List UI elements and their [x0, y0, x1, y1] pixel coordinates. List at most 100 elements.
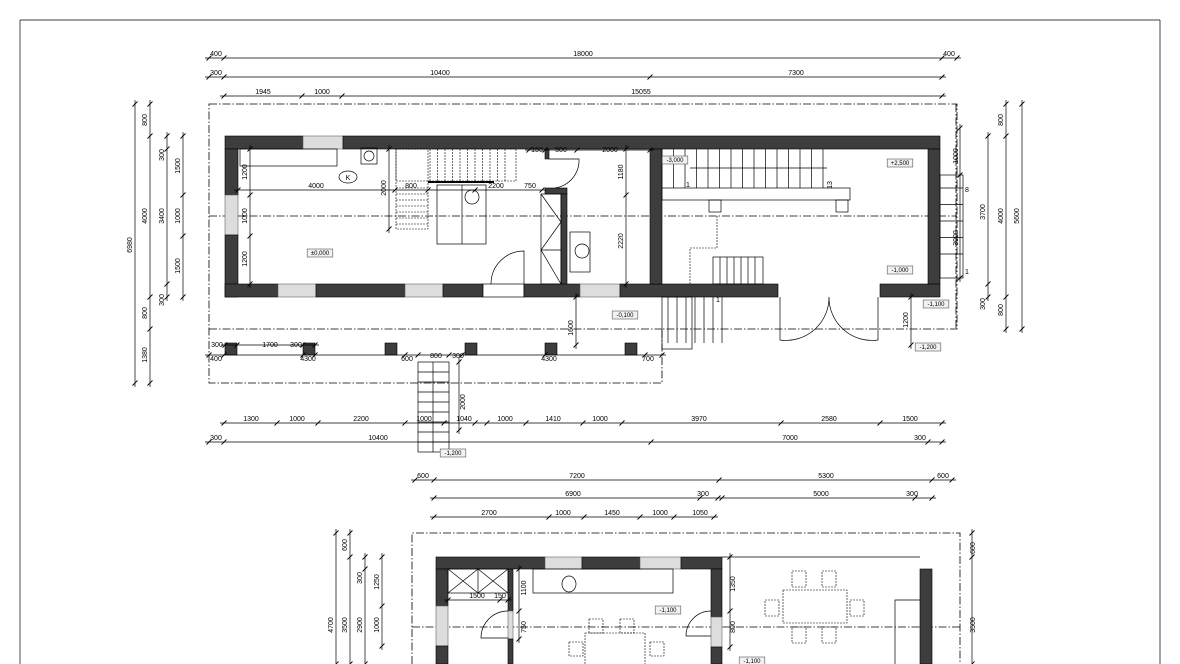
dimension-label: 3500 — [970, 617, 977, 633]
dimension-label: 2200 — [353, 416, 369, 423]
dimension-label: 300 — [210, 435, 222, 442]
level-mark: -3,000 — [666, 158, 684, 164]
dimension-label: 300 — [159, 149, 166, 161]
dimension-label: 4700 — [328, 617, 335, 633]
dimension-label: 400 — [210, 51, 222, 58]
dimension-label: 1000 — [652, 510, 668, 517]
dimension-label: 600 — [401, 356, 413, 363]
dimension-label: 1000 — [374, 617, 381, 633]
dimension-label: 1000 — [497, 416, 513, 423]
dimension-label: 700 — [642, 356, 654, 363]
dimension-label: 1300 — [243, 416, 259, 423]
dimension-label: 1 — [686, 182, 690, 189]
dimension-label: 1350 — [730, 576, 737, 592]
dimension-label: 5600 — [1014, 208, 1021, 224]
dimension-label: 3970 — [691, 416, 707, 423]
dimension-label: 300 — [452, 353, 464, 360]
dimension-label: 2000 — [460, 394, 467, 410]
dimension-label: 800 — [730, 621, 737, 633]
basement-staircase — [661, 149, 851, 285]
level-mark: -1,200 — [444, 451, 462, 457]
internal-staircase — [395, 148, 517, 230]
dimension-label: 1100 — [521, 580, 528, 595]
dimension-label: 2220 — [618, 233, 625, 249]
dimension-label: 3700 — [980, 204, 987, 220]
dimension-label: 1000 — [953, 148, 960, 164]
dimension-label: 600 — [417, 473, 429, 480]
sink-icon-lower — [561, 575, 577, 593]
dimension-label: 4000 — [998, 208, 1005, 224]
dimension-label: 1 — [716, 297, 720, 304]
dimension-label: 1500 — [469, 593, 485, 600]
dimension-label: 1040 — [456, 416, 472, 423]
dimension-label: 300 — [159, 294, 166, 306]
dimension-label: 1000 — [314, 89, 330, 96]
dimension-label: 300 — [697, 491, 709, 498]
level-mark: -1,000 — [891, 268, 909, 274]
dimension-label: 18000 — [573, 51, 593, 58]
dimension-label: 5300 — [818, 473, 834, 480]
dimension-label: 800 — [142, 307, 149, 319]
dimension-label: 13 — [827, 181, 834, 189]
dimension-label: 1000 — [555, 510, 571, 517]
dimension-label: 1200 — [242, 251, 249, 267]
chimney-marker — [338, 170, 358, 184]
porch-column — [384, 342, 398, 356]
dimension-label: 3500 — [342, 617, 349, 633]
dimension-label: 8 — [965, 187, 969, 194]
level-mark: -1,100 — [743, 659, 761, 664]
dimension-label: 1700 — [262, 342, 278, 349]
dimension-label: 1180 — [618, 164, 625, 179]
dimension-label: 400 — [943, 51, 955, 58]
dimension-label: 10400 — [430, 70, 450, 77]
dimension-label: 1500 — [175, 158, 182, 174]
level-mark-box — [654, 605, 682, 615]
level-mark: +2,500 — [891, 161, 910, 167]
dimension-label: 300 — [357, 572, 364, 584]
dimension-label: 500 — [555, 147, 567, 154]
dimension-label: 1050 — [692, 510, 708, 517]
dimension-label: 1000 — [242, 208, 249, 224]
level-mark-box — [611, 310, 639, 320]
level-mark: -1,200 — [919, 345, 937, 351]
dimension-label: 600 — [937, 473, 949, 480]
dimension-label: 5000 — [813, 491, 829, 498]
dimension-label: 1250 — [374, 574, 381, 590]
dimension-label: 1000 — [416, 416, 432, 423]
dimension-label: 150 — [531, 147, 543, 154]
dimension-label: 2200 — [488, 183, 504, 190]
dimension-label: 1945 — [255, 89, 271, 96]
dimension-label: 1000 — [289, 416, 305, 423]
dimension-label: 4300 — [300, 356, 316, 363]
dimension-label: 800 — [430, 353, 442, 360]
dimension-label: 1 — [965, 269, 969, 276]
dimension-label: 300 — [211, 342, 223, 349]
lower-floor-plan — [333, 477, 975, 664]
dimension-label: 800 — [998, 304, 1005, 316]
dimension-label: 6980 — [127, 237, 134, 253]
dimension-label: 2000 — [602, 147, 618, 154]
dimension-label: 4300 — [541, 356, 557, 363]
porch-column — [464, 342, 478, 356]
dimension-label: 1410 — [545, 416, 561, 423]
level-mark-box — [886, 158, 914, 168]
dimension-label: 2700 — [481, 510, 497, 517]
level-mark: -0,100 — [616, 313, 634, 319]
dimension-label: 6900 — [565, 491, 581, 498]
dimension-label: 400 — [210, 356, 222, 363]
dimension-label: 1000 — [592, 416, 608, 423]
level-mark: ±0,000 — [311, 251, 330, 257]
dimension-label: 15055 — [631, 89, 651, 96]
dimension-label: 3400 — [159, 208, 166, 224]
upper-floor-plan: K — [132, 55, 1025, 453]
walls-lower — [435, 556, 933, 664]
washbasin-icon — [574, 243, 590, 259]
dimension-label: 2900 — [357, 617, 364, 633]
dimension-label: 4000 — [142, 208, 149, 224]
dimension-label: 300 — [980, 298, 987, 310]
dimension-label: 800 — [405, 183, 417, 190]
sheet-frame — [19, 19, 1161, 664]
chimney-label: K — [346, 175, 351, 182]
dimension-label: 10400 — [368, 435, 388, 442]
